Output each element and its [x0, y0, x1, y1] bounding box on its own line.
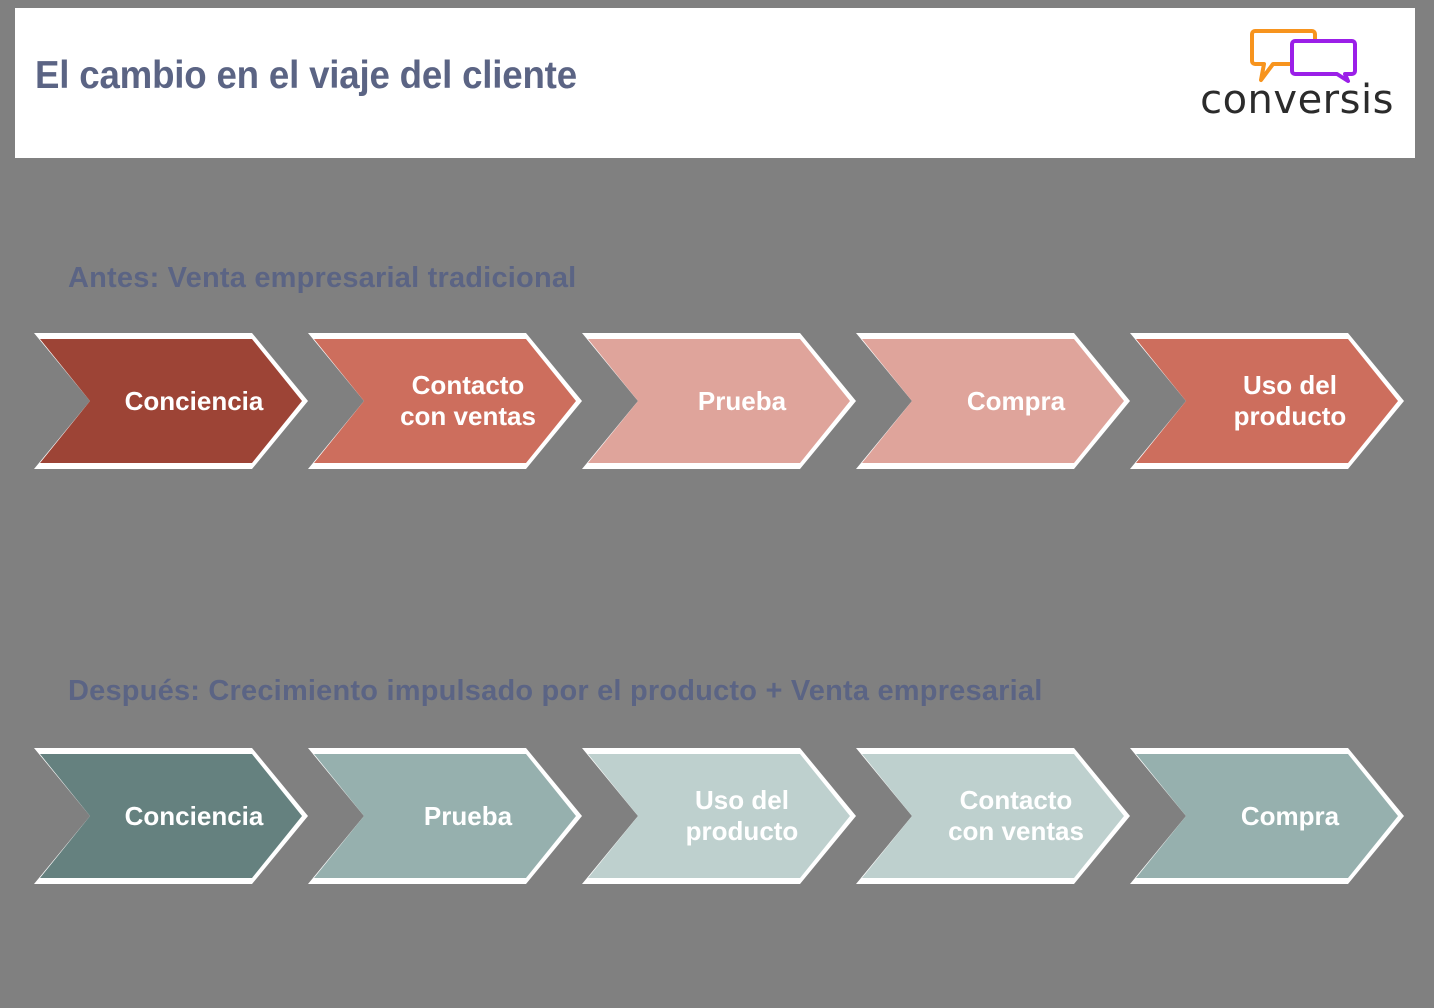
process-step-before-1[interactable]: Conciencia	[34, 333, 308, 469]
speech-bubble-purple-icon	[1290, 39, 1357, 83]
process-step-after-1[interactable]: Conciencia	[34, 748, 308, 884]
process-row-after: Conciencia Prueba Uso del producto Conta…	[0, 748, 1434, 884]
logo-wordmark: conversis	[1200, 77, 1394, 123]
speech-bubble-orange-icon	[1250, 29, 1317, 82]
process-step-after-3[interactable]: Uso del producto	[582, 748, 856, 884]
section-heading-after: Después: Crecimiento impulsado por el pr…	[68, 675, 1043, 707]
chevron-fill	[1136, 754, 1398, 878]
process-row-before: Conciencia Contacto con ventas Prueba Co…	[0, 333, 1434, 469]
chevron-fill	[588, 339, 850, 463]
chevron-fill	[1136, 339, 1398, 463]
conversis-logo: conversis	[1197, 24, 1397, 134]
process-step-after-2[interactable]: Prueba	[308, 748, 582, 884]
chevron-fill	[40, 754, 302, 878]
chevron-fill	[862, 339, 1124, 463]
process-step-after-4[interactable]: Contacto con ventas	[856, 748, 1130, 884]
chevron-fill	[40, 339, 302, 463]
chevron-fill	[862, 754, 1124, 878]
page-title: El cambio en el viaje del cliente	[35, 54, 577, 97]
process-step-before-3[interactable]: Prueba	[582, 333, 856, 469]
process-step-after-5[interactable]: Compra	[1130, 748, 1404, 884]
section-heading-before: Antes: Venta empresarial tradicional	[68, 262, 577, 294]
chevron-fill	[314, 339, 576, 463]
speech-bubbles-icon	[1250, 29, 1357, 83]
process-step-before-4[interactable]: Compra	[856, 333, 1130, 469]
process-step-before-5[interactable]: Uso del producto	[1130, 333, 1404, 469]
chevron-fill	[314, 754, 576, 878]
chevron-fill	[588, 754, 850, 878]
header-card: El cambio en el viaje del cliente conver…	[15, 8, 1415, 158]
process-step-before-2[interactable]: Contacto con ventas	[308, 333, 582, 469]
